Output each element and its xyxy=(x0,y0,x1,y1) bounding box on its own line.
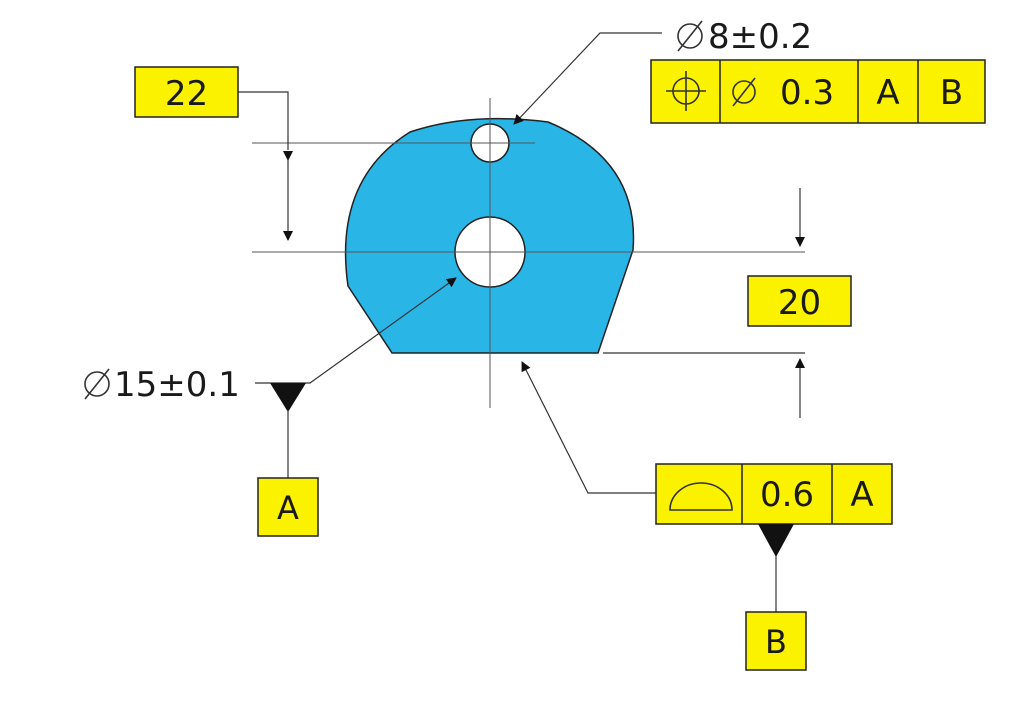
fcf-position-datum-a: A xyxy=(876,73,899,113)
fcf-position xyxy=(650,59,986,124)
dim-20-box xyxy=(747,275,852,327)
dim-20-label: 20 xyxy=(778,283,821,323)
small-hole-leader xyxy=(513,32,662,125)
profile-of-surface-icon xyxy=(669,482,733,511)
big-hole-diameter-label: 15±0.1 xyxy=(114,365,240,405)
fcf-position-tolerance: 0.3 xyxy=(780,73,834,113)
position-icon xyxy=(666,71,706,111)
fcf-profile-tolerance: 0.6 xyxy=(760,475,814,515)
datum-b-label: B xyxy=(765,623,787,661)
datum-b-triangle xyxy=(758,524,794,557)
fcf-position-diameter-icon xyxy=(732,77,756,107)
dim-22-label: 22 xyxy=(165,74,208,114)
datum-b-box xyxy=(745,611,807,671)
datum-a-box xyxy=(257,477,319,537)
fcf-profile-datum-a: A xyxy=(850,475,873,515)
fcf-position-datum-b: B xyxy=(940,73,963,113)
dim-22-leader xyxy=(238,91,289,150)
profile-leader xyxy=(521,361,656,494)
small-hole-diameter-label: 8±0.2 xyxy=(708,17,812,57)
diameter-icon xyxy=(677,20,703,52)
big-hole-diameter-icon xyxy=(84,368,110,400)
datum-a-label: A xyxy=(277,489,299,527)
dim-22-box xyxy=(134,66,239,118)
datum-a-triangle xyxy=(270,383,306,412)
